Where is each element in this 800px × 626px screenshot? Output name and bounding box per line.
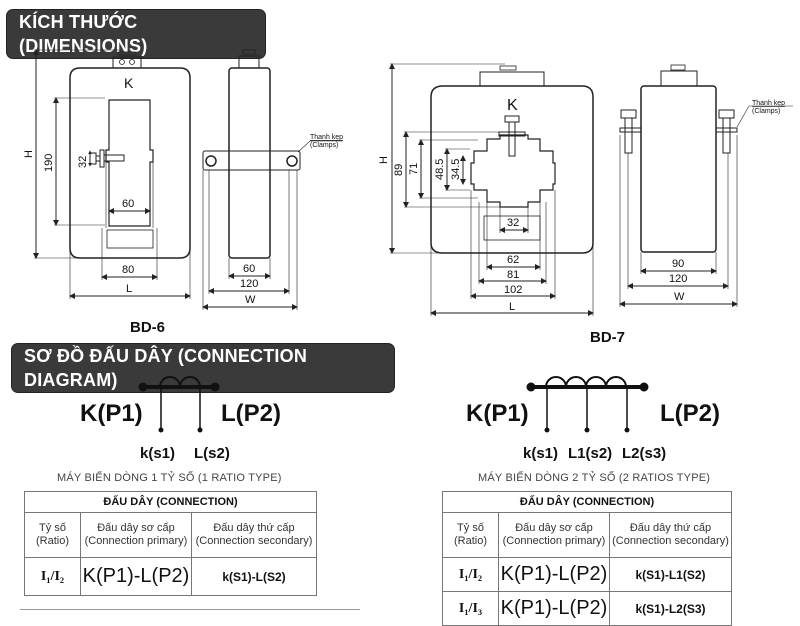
bd7-dim-102: 102 <box>504 284 522 296</box>
bd6-label-k: K <box>124 75 134 91</box>
bd7-side-body <box>640 85 717 253</box>
table2-row2-primary: K(P1)-L(P2) <box>498 591 610 626</box>
table1-col-ratio: Tỷ số(Ratio) <box>24 512 81 558</box>
terminal-dot-k <box>138 382 148 392</box>
table-row: I₁/I₂ K(P1)-L(P2) k(S1)-L(S2) <box>24 557 317 596</box>
bd6-dim-190: 190 <box>43 154 55 172</box>
dimension-drawings: K H 190 32 60 80 L 60 120 W Thanh kẹp (C… <box>23 49 793 316</box>
bd6-model-label: BD-6 <box>130 319 166 336</box>
terminal-dot-k <box>526 382 536 392</box>
bd6-clamp-label-en: (Clamps) <box>310 142 338 149</box>
table2-row1-secondary: k(S1)-L1(S2) <box>609 557 732 592</box>
bd6-side-body <box>228 67 271 259</box>
bd6-bolt-icon <box>89 149 125 168</box>
coil-winding-icon <box>545 376 627 388</box>
bd7-bolt-icon <box>498 115 526 157</box>
bd7-dim-34-5: 34.5 <box>450 159 462 180</box>
bd7-dim-l: L <box>509 301 515 313</box>
diagram2-secondary-s2: L1(s2) <box>568 445 613 462</box>
bd6-clamp-bolt-left <box>205 155 217 167</box>
table2-row2-ratio: I₁/I₃ <box>442 591 499 626</box>
bd7-front-view <box>389 63 594 316</box>
bd7-dim-62: 62 <box>507 254 519 266</box>
terminal-dot-l <box>210 382 220 392</box>
connection-section-title: SƠ ĐỒ ĐẤU DÂY (CONNECTION DIAGRAM) <box>12 344 394 392</box>
terminal-dot-l <box>639 382 649 392</box>
table1-row1-secondary: k(S1)-L(S2) <box>191 557 317 596</box>
diagram2-primary-right: L(P2) <box>660 400 720 427</box>
diagram2-secondary-s3: L2(s3) <box>622 445 667 462</box>
bd6-side-view <box>202 49 342 310</box>
table1-title: ĐẤU DÂY (CONNECTION) <box>24 491 317 513</box>
diagram1-primary-left: K(P1) <box>80 400 143 427</box>
bd7-dim-81: 81 <box>507 269 519 281</box>
bd6-clamp-bar <box>202 150 301 171</box>
bd7-side-dim-w: W <box>674 291 685 303</box>
bd6-terminal-block <box>112 56 142 69</box>
bd7-clamp-right <box>715 109 738 154</box>
bd6-dim-80: 80 <box>122 264 134 276</box>
bd7-clamp-left <box>619 109 642 154</box>
diagram2-primary-left: K(P1) <box>466 400 529 427</box>
bd7-label-k: K <box>507 97 518 114</box>
table1-col-primary: Đấu dây sơ cấp(Connection primary) <box>80 512 192 558</box>
bd7-clamp-label-en: (Clamps) <box>752 108 780 115</box>
wiring-diagram-2-ratios <box>526 376 649 433</box>
bd7-side-dim-120: 120 <box>669 273 687 285</box>
bd6-dim-h: H <box>23 150 35 158</box>
wiring-diagram-1-ratio <box>138 376 220 433</box>
bd7-dim-89: 89 <box>393 164 405 176</box>
table2-row1-ratio: I₁/I₂ <box>442 557 499 592</box>
bd7-side-view <box>619 64 793 307</box>
diagram1-secondary-s2: L(s2) <box>194 445 230 462</box>
bd7-body-outline <box>430 85 594 254</box>
table2-col-secondary: Đấu dây thứ cấp(Connection secondary) <box>609 512 732 558</box>
connection-table-2-ratios: ĐẤU DÂY (CONNECTION) Tỷ số(Ratio) Đấu dâ… <box>442 491 732 626</box>
bd6-clamp-label-vi: Thanh kẹp <box>310 134 343 141</box>
table-row: I₁/I₂ K(P1)-L(P2) k(S1)-L1(S2) <box>442 557 732 592</box>
bd7-side-dim-90: 90 <box>672 258 684 270</box>
table1-row1-primary: K(P1)-L(P2) <box>80 557 192 596</box>
bd7-terminal-screws-icon <box>499 65 517 71</box>
bd7-dim-h: H <box>378 156 390 164</box>
table2-col-primary: Đấu dây sơ cấp(Connection primary) <box>498 512 610 558</box>
bd7-terminal-block <box>479 71 545 87</box>
table2-title: ĐẤU DÂY (CONNECTION) <box>442 491 732 513</box>
diagram1-primary-right: L(P2) <box>221 400 281 427</box>
coil-winding-icon <box>159 376 201 388</box>
connection-table-1-ratio: ĐẤU DÂY (CONNECTION) Tỷ số(Ratio) Đấu dâ… <box>24 491 317 596</box>
bd7-clamp-label-vi: Thanh kẹp <box>752 100 785 107</box>
diagram1-caption: MÁY BIẾN DÒNG 1 TỶ SỐ (1 RATIO TYPE) <box>57 472 282 484</box>
bd7-model-label: BD-7 <box>590 329 626 346</box>
bd6-clamp-bolt-right <box>286 155 298 167</box>
table2-row1-primary: K(P1)-L(P2) <box>498 557 610 592</box>
table2-row2-secondary: k(S1)-L2(S3) <box>609 591 732 626</box>
diagram2-caption: MÁY BIẾN DÒNG 2 TỶ SỐ (2 RATIOS TYPE) <box>478 472 711 484</box>
bd6-side-wingnut-icon <box>242 49 256 55</box>
bd7-dim-32: 32 <box>507 217 519 229</box>
diagram1-secondary-s1: k(s1) <box>140 445 176 462</box>
bd7-window-outline <box>470 134 556 208</box>
bd6-body-outline <box>69 67 191 259</box>
bd7-dim-71: 71 <box>408 163 420 175</box>
bd6-dim-l: L <box>126 283 132 295</box>
bd6-terminal-screws-icon <box>117 51 137 65</box>
table1-col-secondary: Đấu dây thứ cấp(Connection secondary) <box>191 512 317 558</box>
bd6-front-view <box>33 49 191 299</box>
bd6-nameplate <box>106 229 154 249</box>
bd6-side-dim-120: 120 <box>240 278 258 290</box>
table2-col-ratio: Tỷ số(Ratio) <box>442 512 499 558</box>
bd6-side-dim-60: 60 <box>243 263 255 275</box>
table1-row1-ratio: I₁/I₂ <box>24 557 81 596</box>
divider-line <box>20 609 360 610</box>
bd7-dim-48-5: 48.5 <box>434 159 446 180</box>
diagram2-secondary-s1: k(s1) <box>523 445 559 462</box>
table-row: I₁/I₃ K(P1)-L(P2) k(S1)-L2(S3) <box>442 591 732 626</box>
bd6-dim-60: 60 <box>122 198 134 210</box>
bd7-side-wingnut-icon <box>670 64 686 71</box>
bd6-dim-32: 32 <box>77 156 89 168</box>
bd6-side-dim-w: W <box>245 294 256 306</box>
